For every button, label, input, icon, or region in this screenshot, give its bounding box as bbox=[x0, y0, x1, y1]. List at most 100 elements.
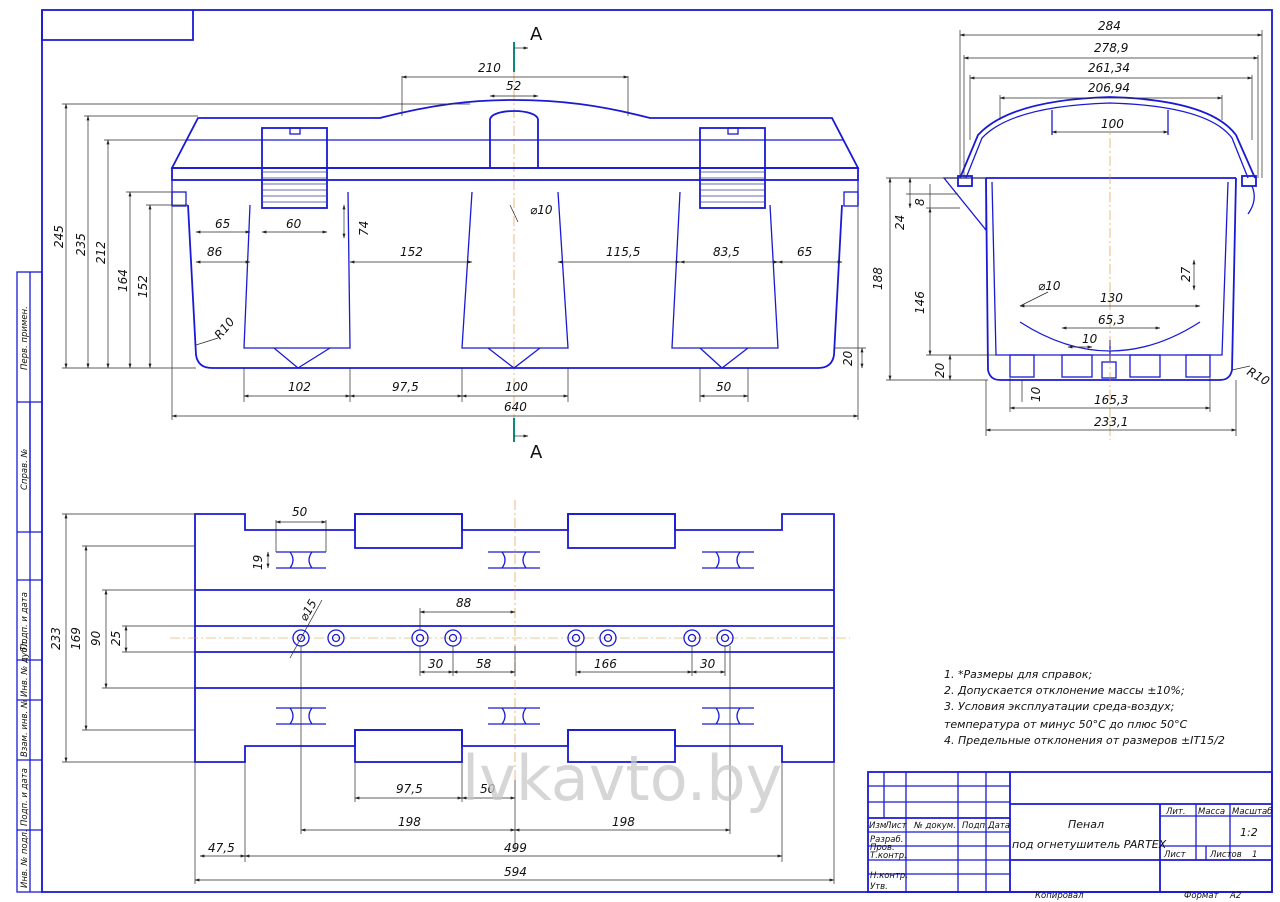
dim-front-640: 640 bbox=[504, 400, 527, 414]
dim-front-1155: 115,5 bbox=[606, 245, 640, 259]
dim-front-188: 188 bbox=[871, 267, 885, 290]
stamp-perv-primen: Перв. примен. bbox=[20, 306, 30, 370]
dim-front-65a: 65 bbox=[215, 217, 230, 231]
dim-side-10a: 10 bbox=[1082, 332, 1098, 346]
dim-front-50: 50 bbox=[716, 380, 732, 394]
dim-front-210: 210 bbox=[478, 61, 501, 75]
role-prov: Пров. bbox=[870, 843, 895, 853]
col-list: Лист bbox=[884, 821, 908, 831]
dim-plan-88: 88 bbox=[456, 596, 472, 610]
plan-view: 50 19 ⌀15 88 233 169 90 25 30 58 166 30 … bbox=[49, 500, 850, 884]
col-n-dokum: № докум. bbox=[913, 821, 956, 831]
scale-value: 1:2 bbox=[1240, 826, 1258, 839]
watermark: lvkavto.by bbox=[462, 742, 782, 815]
format-label: Формат bbox=[1184, 891, 1220, 901]
kopiroval-label: Копировал bbox=[1035, 891, 1084, 901]
dim-plan-166: 166 bbox=[594, 657, 617, 671]
list-label: Лист bbox=[1163, 850, 1187, 860]
stamp-vzam-inv: Взам. инв. № bbox=[20, 699, 30, 757]
stamp-podp-data-2: Подп. и дата bbox=[20, 768, 30, 826]
dim-side-26134: 261,34 bbox=[1088, 61, 1130, 75]
side-stamps: Перв. примен. Справ. № Подп. и дата Инв.… bbox=[20, 306, 30, 888]
dim-plan-975: 97,5 bbox=[396, 782, 423, 796]
dim-plan-50b: 50 bbox=[480, 782, 496, 796]
note-3-cont: температура от минус 50°C до плюс 50°C bbox=[944, 718, 1188, 731]
dim-front-65b: 65 bbox=[797, 245, 812, 259]
dim-plan-58: 58 bbox=[476, 657, 492, 671]
dim-front-212: 212 bbox=[94, 241, 108, 264]
dim-front-52: 52 bbox=[506, 79, 521, 93]
dim-front-20: 20 bbox=[841, 350, 855, 366]
dim-front-d10: ⌀10 bbox=[530, 203, 553, 217]
section-mark-top: A bbox=[530, 24, 543, 45]
dim-front-235: 235 bbox=[74, 233, 88, 256]
dim-front-152: 152 bbox=[400, 245, 423, 259]
dim-front-835: 83,5 bbox=[713, 245, 740, 259]
dim-side-1653: 165,3 bbox=[1094, 393, 1128, 407]
dim-plan-198a: 198 bbox=[398, 815, 421, 829]
title-block: Изм Лист № докум. Подп. Дата Разраб. Про… bbox=[867, 771, 1273, 901]
note-4: 4. Предельные отклонения от размеров ±IT… bbox=[944, 734, 1225, 747]
dim-front-102: 102 bbox=[288, 380, 311, 394]
stamp-inv-dubl: Инв. № дубл. bbox=[20, 639, 30, 697]
dim-plan-25: 25 bbox=[109, 631, 123, 646]
dim-front-975: 97,5 bbox=[392, 380, 419, 394]
dim-side-d10: ⌀10 bbox=[1038, 279, 1061, 293]
drawing-frame bbox=[16, 9, 1273, 893]
dim-front-100: 100 bbox=[505, 380, 528, 394]
dim-side-20694: 206,94 bbox=[1088, 81, 1130, 95]
dim-side-24: 24 bbox=[893, 215, 907, 230]
dim-front-152: 152 bbox=[136, 275, 150, 298]
dim-side-27: 27 bbox=[1179, 266, 1193, 282]
role-nkontr: Н.контр. bbox=[870, 871, 908, 881]
dim-plan-30b: 30 bbox=[700, 657, 716, 671]
dim-front-74: 74 bbox=[357, 221, 371, 236]
note-3: 3. Условия эксплуатации среда-воздух; bbox=[944, 700, 1174, 713]
col-podp: Подп. bbox=[962, 821, 988, 831]
role-tkontr: Т.контр. bbox=[870, 851, 907, 861]
dim-side-146: 146 bbox=[913, 291, 927, 314]
section-mark-bottom: A bbox=[530, 442, 543, 463]
listov-label: Листов bbox=[1209, 850, 1242, 860]
dim-side-653: 65,3 bbox=[1098, 313, 1125, 327]
dim-side-100: 100 bbox=[1101, 117, 1124, 131]
massa-label: Масса bbox=[1198, 807, 1225, 817]
dim-plan-233: 233 bbox=[49, 627, 63, 650]
col-izm: Изм bbox=[869, 821, 887, 831]
dim-side-130: 130 bbox=[1100, 291, 1123, 305]
dim-plan-90: 90 bbox=[89, 630, 103, 646]
dim-front-86: 86 bbox=[207, 245, 223, 259]
dim-side-10b: 10 bbox=[1029, 386, 1043, 402]
lit-label: Лит. bbox=[1165, 807, 1186, 817]
technical-notes: 1. *Размеры для справок; 2. Допускается … bbox=[944, 668, 1225, 747]
dim-side-20: 20 bbox=[933, 362, 947, 378]
col-data: Дата bbox=[987, 821, 1010, 831]
dim-front-164: 164 bbox=[116, 269, 130, 292]
dim-plan-169: 169 bbox=[69, 627, 83, 650]
role-razrab: Разраб. bbox=[870, 835, 903, 845]
dim-plan-198b: 198 bbox=[612, 815, 635, 829]
dim-plan-19: 19 bbox=[251, 555, 265, 570]
role-utv: Утв. bbox=[870, 882, 888, 892]
dim-plan-499: 499 bbox=[504, 841, 527, 855]
note-2: 2. Допускается отклонение массы ±10%; bbox=[944, 684, 1185, 697]
title-name-line2: под огнетушитель PARTEX bbox=[1012, 838, 1167, 851]
dim-side-8: 8 bbox=[913, 198, 927, 206]
masshtab-label: Масштаб bbox=[1232, 807, 1272, 817]
dim-side-2789: 278,9 bbox=[1094, 41, 1128, 55]
dim-side-284: 284 bbox=[1098, 19, 1121, 33]
note-1: 1. *Размеры для справок; bbox=[944, 668, 1092, 681]
dim-front-r10: R10 bbox=[212, 315, 238, 342]
dim-plan-475: 47,5 bbox=[208, 841, 235, 855]
dim-side-2331: 233,1 bbox=[1094, 415, 1128, 429]
dim-front-60: 60 bbox=[286, 217, 302, 231]
dim-plan-594: 594 bbox=[504, 865, 527, 879]
format-value: A2 bbox=[1229, 891, 1241, 901]
dim-plan-50: 50 bbox=[292, 505, 308, 519]
front-view: A A bbox=[52, 24, 885, 463]
dim-front-245: 245 bbox=[52, 225, 66, 248]
listov-value: 1 bbox=[1252, 850, 1257, 860]
dim-side-r10: R10 bbox=[1245, 364, 1273, 388]
side-view: 284 278,9 261,34 206,94 100 24 8 146 27 … bbox=[886, 19, 1272, 440]
